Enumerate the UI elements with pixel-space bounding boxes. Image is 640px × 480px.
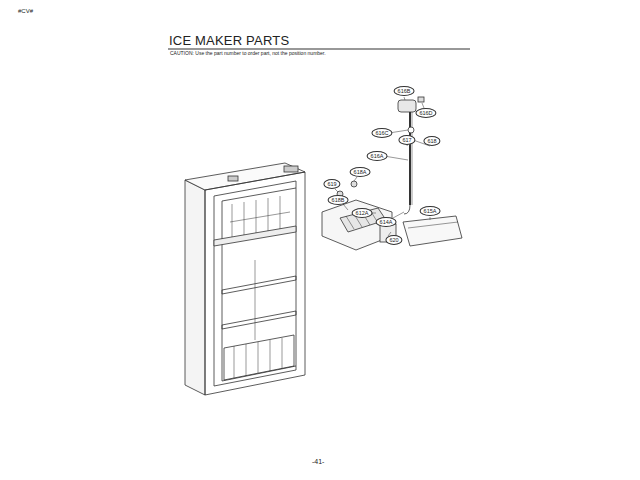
callout-number: 618 <box>423 136 440 146</box>
callout-number: 616A <box>367 151 388 161</box>
callout-number: 616B <box>394 86 415 96</box>
title-rule <box>168 48 470 49</box>
callout-number: 619 <box>323 179 340 189</box>
page-title: ICE MAKER PARTS <box>169 34 289 48</box>
callout-number: 616C <box>371 128 392 138</box>
callout-number: 612A <box>352 208 373 218</box>
callout-number: 618B <box>328 195 349 205</box>
callout-number: 614A <box>376 217 397 227</box>
callout-number: 618A <box>350 167 371 177</box>
page-code: #CV# <box>18 8 33 15</box>
page-number: -41- <box>312 458 324 466</box>
caution-note: CAUTION: Use the part number to order pa… <box>170 51 326 57</box>
callout-number: 617 <box>398 135 415 145</box>
callout-number: 620 <box>385 235 402 245</box>
ice-maker-parts <box>322 97 462 250</box>
refrigerator-cabinet <box>185 163 305 395</box>
callout-number: 616D <box>415 108 436 118</box>
callout-number: 615A <box>420 206 441 216</box>
leader-lines <box>335 97 430 236</box>
